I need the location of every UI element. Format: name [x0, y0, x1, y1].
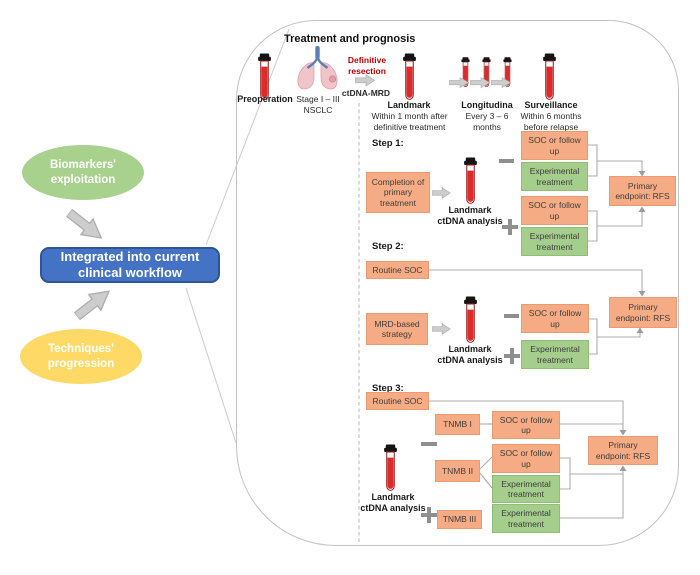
step2-arrowheads — [636, 291, 646, 333]
callout-lines — [185, 28, 290, 444]
techniques-ellipse: Techniques' progression — [20, 329, 142, 384]
step1-soc-positive-box: SOC or follow up — [521, 196, 588, 225]
tnmb3-box: TNMB III — [437, 510, 482, 529]
tnmb2-box: TNMB II — [435, 460, 480, 482]
tnmb2-soc-box: SOC or follow up — [492, 444, 560, 473]
step2-soc-negative-box: SOC or follow up — [521, 304, 589, 333]
step2-routine-soc-box: Routine SOC — [366, 261, 429, 279]
biomarkers-ellipse: Biomarkers' exploitation — [22, 145, 144, 200]
step3-landmark-subtitle: ctDNA analysis — [360, 503, 426, 513]
step1-tube-icon — [463, 157, 478, 204]
step1-arrowheads — [638, 171, 646, 212]
step2-landmark-title: Landmark — [448, 344, 492, 354]
step1-label: Step 1: — [372, 138, 404, 149]
step1-plus-icon — [502, 219, 518, 235]
step2-landmark-subtitle: ctDNA analysis — [437, 355, 503, 365]
step1-landmark-subtitle: ctDNA analysis — [437, 216, 503, 226]
surveillance-tube-icon — [542, 53, 557, 100]
longitudinal-sub: Every 3 – 6 months — [465, 111, 509, 133]
mrd-strategy-box: MRD-based strategy — [366, 313, 428, 345]
integrated-workflow-label: Integrated into current clinical workflo… — [60, 248, 200, 280]
preoperation-label: Preoperation — [237, 94, 293, 104]
landmark-timepoint-label: Landmark — [387, 100, 431, 110]
step2-plus-icon — [504, 348, 520, 364]
step1-connectors — [588, 144, 643, 242]
step2-tube-icon — [463, 296, 478, 343]
lungs-icon — [297, 46, 338, 90]
ctdna-mrd-label: ctDNA-MRD — [341, 88, 391, 98]
surveillance-label: Surveillance — [524, 100, 578, 110]
tnmb1-soc-box: SOC or follow up — [492, 411, 560, 439]
step3-connectors — [429, 400, 624, 519]
completion-box: Completion of primary treatment — [366, 172, 430, 213]
step2-arrow-icon — [432, 323, 451, 335]
step3-endpoint-box: Primary endpoint: RFS — [588, 436, 658, 465]
step1-experimental-negative-box: Experimental treatment — [521, 162, 588, 191]
longitudinal-tubes-icon — [449, 57, 512, 88]
stage-nsclc-label: Stage I – III NSCLC — [296, 94, 340, 116]
step3-plus-icon — [421, 507, 437, 523]
step1-landmark-title: Landmark — [448, 205, 492, 215]
tnmb1-box: TNMB I — [435, 414, 480, 435]
biomarkers-label: Biomarkers' exploitation — [49, 158, 117, 186]
step1-experimental-positive-box: Experimental treatment — [521, 227, 588, 256]
step2-connectors — [429, 269, 643, 355]
step3-landmark-title: Landmark — [371, 492, 415, 502]
panel-title: Treatment and prognosis — [284, 33, 416, 45]
step3-routine-soc-box: Routine SOC — [366, 392, 429, 410]
step2-label: Step 2: — [372, 241, 404, 252]
step2-experimental-positive-box: Experimental treatment — [521, 340, 589, 369]
definitive-resection-label: Definitive resection — [347, 55, 387, 76]
step1-arrow-icon — [432, 187, 451, 199]
step3-label: Step 3: — [372, 383, 404, 394]
step2-endpoint-box: Primary endpoint: RFS — [609, 297, 677, 328]
resection-arrow-icon — [355, 74, 376, 87]
landmark-timepoint-sub: Within 1 month after definitive treatmen… — [371, 111, 448, 133]
techniques-label: Techniques' progression — [47, 342, 115, 370]
step3-tube-icon — [383, 444, 398, 491]
step3-arrowheads — [619, 430, 627, 471]
step1-endpoint-box: Primary endpoint: RFS — [609, 176, 676, 206]
surveillance-sub: Within 6 months before relapse — [520, 111, 582, 133]
tnmb3-experimental-box: Experimental treatment — [492, 504, 560, 533]
preoperation-tube-icon — [257, 53, 272, 100]
integrated-workflow-box: Integrated into current clinical workflo… — [40, 247, 220, 283]
flow-arrow-up-icon — [70, 282, 116, 325]
longitudinal-label: Longitudina — [461, 100, 513, 110]
flow-arrow-down-icon — [62, 204, 109, 247]
landmark-tube-icon — [402, 53, 417, 100]
step1-soc-negative-box: SOC or follow up — [521, 131, 588, 160]
tnmb2-experimental-box: Experimental treatment — [492, 475, 560, 503]
